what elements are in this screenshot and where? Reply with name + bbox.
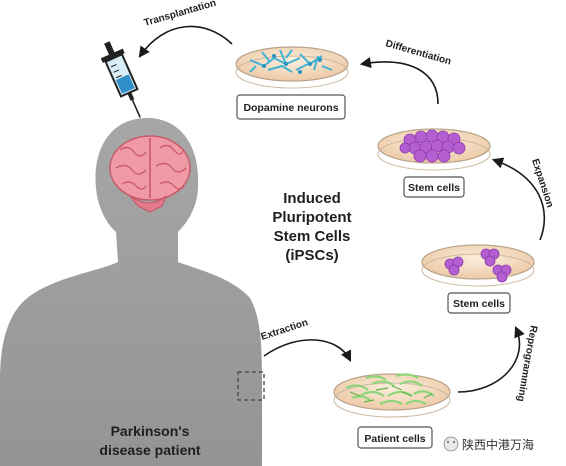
dish-stem-cells-initial [421, 244, 535, 287]
label-box-stem-cells-1 [403, 176, 465, 198]
label-patient-cells: Patient cells [364, 433, 425, 445]
label-box-dopamine [236, 94, 346, 120]
patient-label-line-1: Parkinson's [111, 423, 190, 439]
title-line-2: Pluripotent [272, 209, 351, 226]
patient-label: Parkinson's disease patient [99, 423, 200, 458]
dish-stem-cells-expanded [377, 128, 491, 171]
patient-label-line-2: disease patient [99, 442, 200, 458]
label-box-stem-cells-2 [447, 292, 511, 314]
arrow-extraction [263, 339, 352, 363]
body-silhouette [0, 118, 262, 466]
label-stem-cells-2: Stem cells [453, 298, 505, 310]
arrow-transplantation [138, 25, 233, 58]
arrow-expansion [491, 157, 546, 241]
arrow-reprogramming [457, 325, 525, 393]
title-line-3: Stem Cells [274, 228, 351, 245]
center-title: Induced Pluripotent Stem Cells (iPSCs) [272, 190, 351, 264]
dish-patient-cells [333, 373, 451, 418]
syringe-icon [100, 41, 141, 118]
label-dopamine-neurons: Dopamine neurons [243, 102, 338, 114]
title-line-1: Induced [283, 190, 341, 207]
step-differentiation: Differentiation [384, 38, 452, 67]
label-box-patient-cells [357, 426, 433, 449]
step-transplantation: Transplantation [143, 0, 218, 29]
watermark-text: 陕西中港万海 [462, 437, 534, 452]
wechat-icon [443, 436, 459, 452]
watermark: 陕西中港万海 [443, 436, 534, 452]
arrow-differentiation [359, 57, 439, 105]
label-stem-cells-1: Stem cells [408, 182, 460, 194]
extraction-site-box [237, 371, 265, 401]
patient-silhouette [0, 118, 262, 466]
title-line-4: (iPSCs) [285, 247, 338, 264]
step-extraction: Extraction [260, 317, 310, 343]
dish-dopamine-neurons [235, 46, 349, 89]
brain-illustration [109, 135, 191, 213]
